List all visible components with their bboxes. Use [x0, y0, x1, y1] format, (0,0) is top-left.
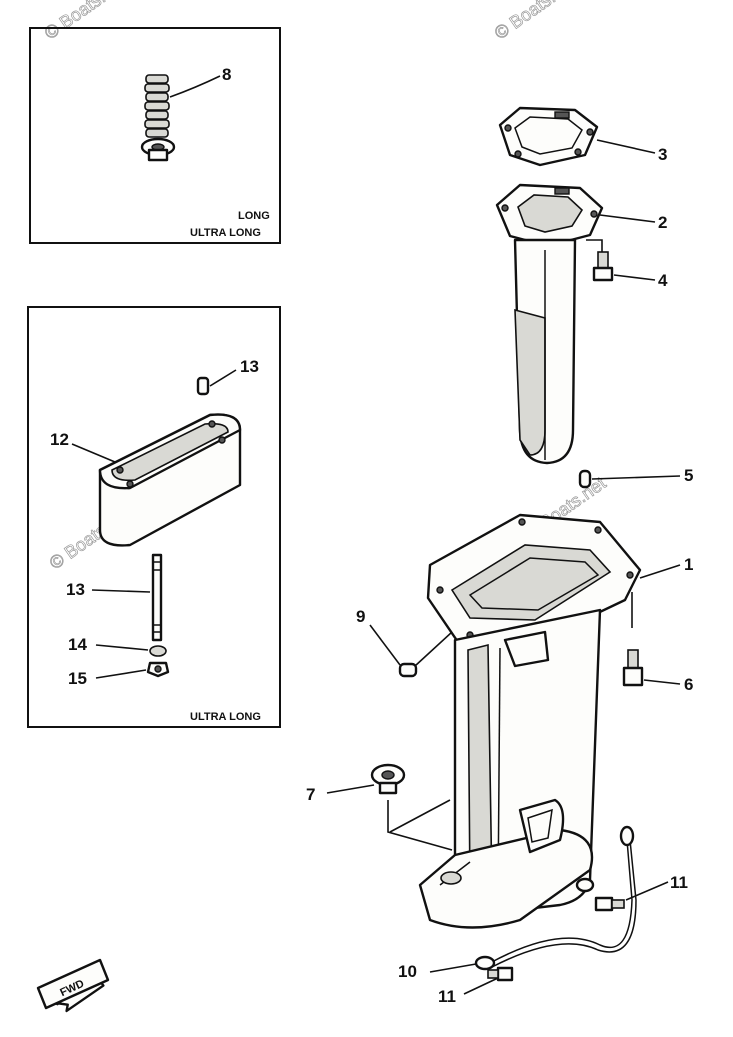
fwd-arrow-icon: [36, 958, 110, 1013]
callout-4: 4: [658, 271, 668, 290]
part-14-stud: [151, 553, 163, 642]
box-label-long: LONG: [238, 210, 270, 222]
box-label-ultra-long-top: ULTRA LONG: [190, 227, 261, 239]
watermark-top-left: © Boats.net: [41, 0, 130, 43]
part-3-gasket: [498, 106, 599, 167]
watermark-top-right: © Boats.net: [491, 0, 580, 43]
inset-box-ultra-long: [27, 306, 281, 728]
callout-3: 3: [658, 145, 667, 164]
part-5-dowel: [578, 469, 592, 489]
part-13-dowel: [196, 376, 210, 396]
callout-14: 13: [66, 580, 85, 599]
callout-12: 12: [50, 430, 69, 449]
callout-16: 15: [68, 669, 87, 688]
part-4-bolt: [592, 251, 614, 282]
part-9-dowel: [398, 662, 418, 678]
callout-6: 6: [684, 675, 693, 694]
callout-11-upper: 11: [670, 873, 688, 892]
part-1-upper-casing: [418, 513, 642, 929]
callout-2: 2: [658, 213, 667, 232]
part-7-plug: [370, 763, 406, 795]
callout-8: 8: [222, 65, 231, 84]
part-16-nut: [146, 661, 170, 678]
callout-15: 14: [68, 635, 87, 654]
callout-7: 7: [306, 785, 315, 804]
callout-1: 1: [684, 555, 693, 574]
box-label-ultra-long-mid: ULTRA LONG: [190, 711, 261, 723]
callout-9: 9: [356, 607, 365, 626]
callout-13: 13: [240, 357, 259, 376]
part-6-bolt: [622, 649, 644, 687]
part-11-screw-lower: [487, 966, 514, 982]
part-8-extension: [140, 74, 176, 162]
part-11-screw-upper: [594, 896, 625, 912]
part-15-washer: [149, 645, 167, 657]
inset-box-long: [29, 27, 281, 244]
callout-11-lower: 11: [438, 987, 456, 1006]
part-10-ground-lead: [474, 825, 637, 971]
callout-10: 10: [398, 962, 417, 981]
callout-5: 5: [684, 466, 693, 485]
part-12-spacer: [98, 413, 242, 547]
part-2-exhaust-tube: [495, 183, 604, 465]
